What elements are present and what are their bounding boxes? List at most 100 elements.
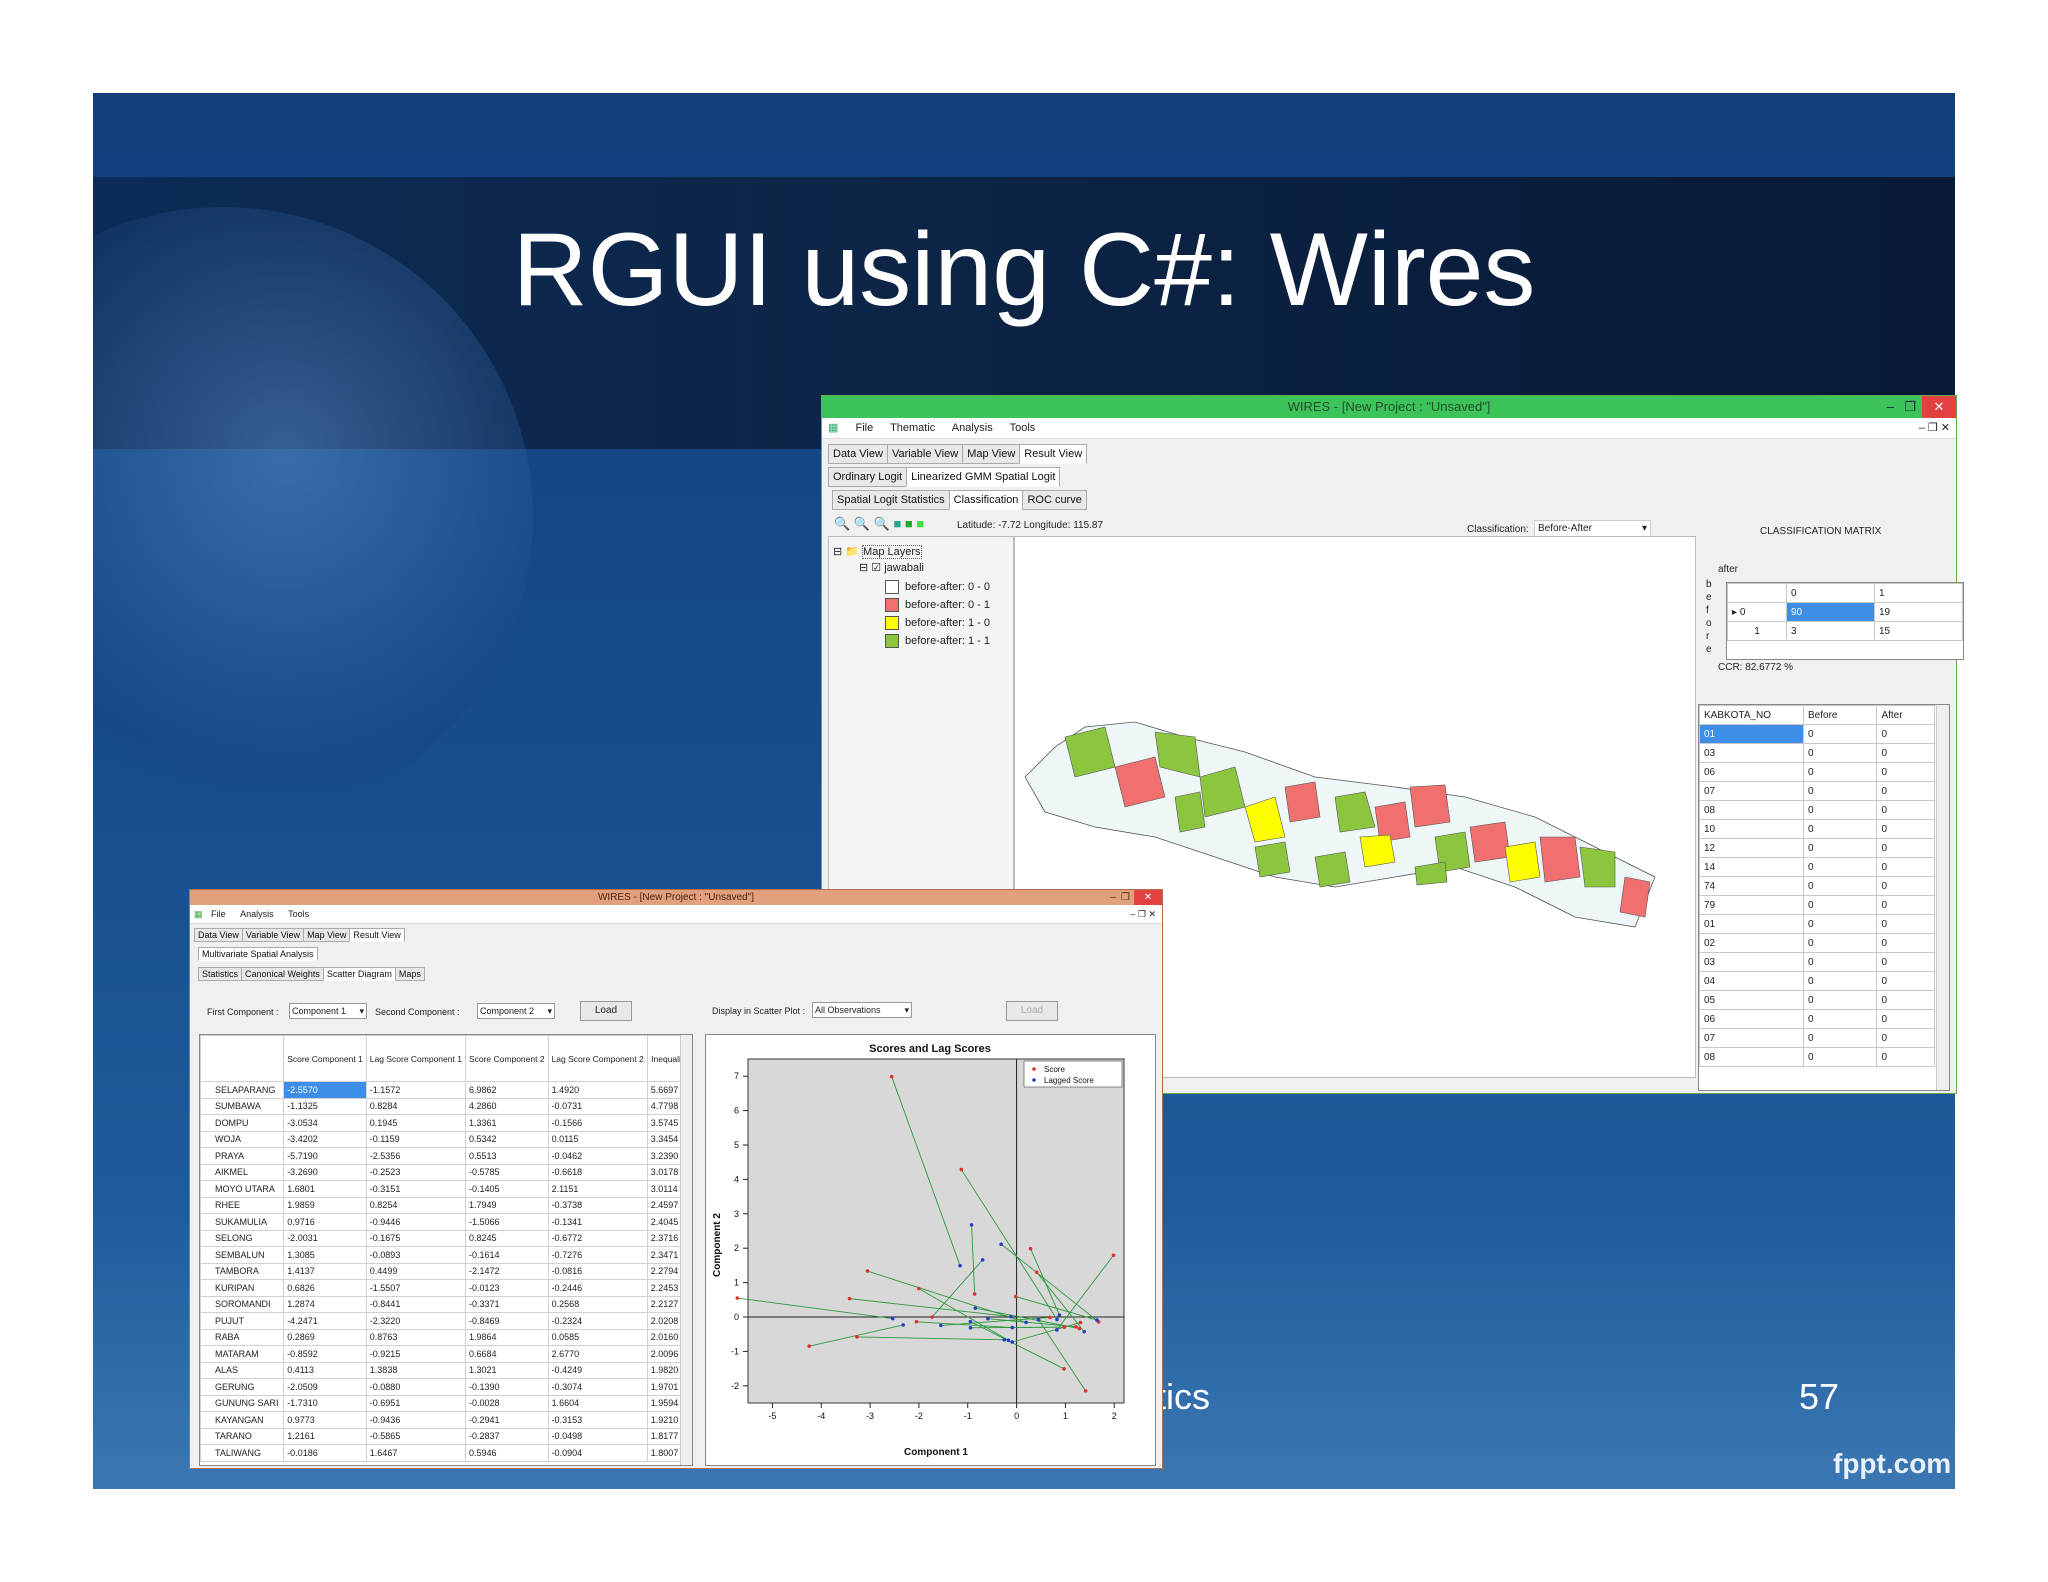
- tab-classification[interactable]: Classification: [948, 490, 1024, 510]
- table-cell: 0: [1802, 724, 1878, 744]
- minimize-icon[interactable]: –: [1886, 399, 1894, 414]
- tab-spatial-logit-statistics[interactable]: Spatial Logit Statistics: [832, 490, 950, 510]
- color-icon[interactable]: ■: [916, 516, 925, 531]
- tab-canonical-weights[interactable]: Canonical Weights: [241, 967, 324, 981]
- menu-analysis[interactable]: Analysis: [951, 422, 993, 434]
- load-button-disabled[interactable]: Load: [1006, 1001, 1058, 1021]
- scrollbar[interactable]: [680, 1035, 692, 1465]
- tab-statistics[interactable]: Statistics: [198, 967, 243, 981]
- second-component-select[interactable]: Component 2▾: [477, 1003, 555, 1019]
- tab-variable-view[interactable]: Variable View: [241, 928, 305, 942]
- mdi-controls-icon[interactable]: – ❐ ✕: [1918, 422, 1950, 434]
- layer-icon[interactable]: ■: [904, 516, 913, 531]
- menu-thematic[interactable]: Thematic: [890, 422, 936, 434]
- menu-file[interactable]: File: [211, 909, 226, 919]
- tab-gmm-spatial-logit[interactable]: Linearized GMM Spatial Logit: [906, 467, 1061, 487]
- tab-maps[interactable]: Maps: [394, 967, 425, 981]
- zoom-out-icon[interactable]: 🔍: [853, 516, 870, 531]
- layers-root[interactable]: ⊟ 📁 Map Layers: [833, 545, 922, 559]
- tab-variable-view[interactable]: Variable View: [886, 444, 964, 464]
- menu-tools[interactable]: Tools: [288, 909, 310, 919]
- minimize-icon[interactable]: –: [1110, 892, 1116, 903]
- tab-map-view[interactable]: Map View: [303, 928, 351, 942]
- first-component-select[interactable]: Component 1▾: [289, 1003, 367, 1019]
- layer-jawabali[interactable]: ⊟ ☑ jawabali: [859, 562, 924, 574]
- table-cell: -0.6951: [365, 1394, 466, 1412]
- tab-multivariate-spatial[interactable]: Multivariate Spatial Analysis: [198, 947, 318, 961]
- tab-result-view[interactable]: Result View: [1019, 444, 1088, 464]
- row-name-cell: GUNUNG SARI: [200, 1394, 285, 1412]
- menu-file[interactable]: File: [855, 422, 874, 434]
- close-icon[interactable]: ✕: [1922, 396, 1956, 418]
- menu-tools[interactable]: Tools: [1009, 422, 1036, 434]
- tab-data-view[interactable]: Data View: [828, 444, 888, 464]
- tab-ordinary-logit[interactable]: Ordinary Logit: [828, 467, 908, 487]
- close-icon[interactable]: ✕: [1134, 890, 1162, 905]
- score-table-container[interactable]: Score Component 1 Lag Score Component 1 …: [199, 1034, 693, 1466]
- menu-analysis[interactable]: Analysis: [240, 909, 274, 919]
- save-icon[interactable]: ■: [893, 516, 902, 531]
- table-cell: 0: [1876, 895, 1935, 915]
- mdi-controls-icon[interactable]: – ❐ ✕: [1130, 909, 1156, 919]
- tab-map-view[interactable]: Map View: [962, 444, 1021, 464]
- tab-roc-curve[interactable]: ROC curve: [1022, 490, 1087, 510]
- lagged-score-point: [1057, 1313, 1062, 1317]
- tab-scatter-diagram[interactable]: Scatter Diagram: [322, 967, 396, 981]
- table-cell: 1.2874: [283, 1295, 367, 1313]
- load-button[interactable]: Load: [580, 1001, 632, 1021]
- zoom-extent-icon[interactable]: 🔍: [873, 516, 890, 531]
- display-select[interactable]: All Observations▾: [812, 1002, 912, 1018]
- restore-icon[interactable]: ❐: [1121, 892, 1130, 903]
- tab-data-view[interactable]: Data View: [194, 928, 243, 942]
- tab-result-view[interactable]: Result View: [349, 928, 405, 942]
- table-cell: -0.9446: [365, 1213, 466, 1231]
- scrollbar[interactable]: [1936, 705, 1949, 1090]
- zoom-in-icon[interactable]: 🔍: [834, 516, 851, 531]
- restore-icon[interactable]: ❐: [1904, 399, 1916, 414]
